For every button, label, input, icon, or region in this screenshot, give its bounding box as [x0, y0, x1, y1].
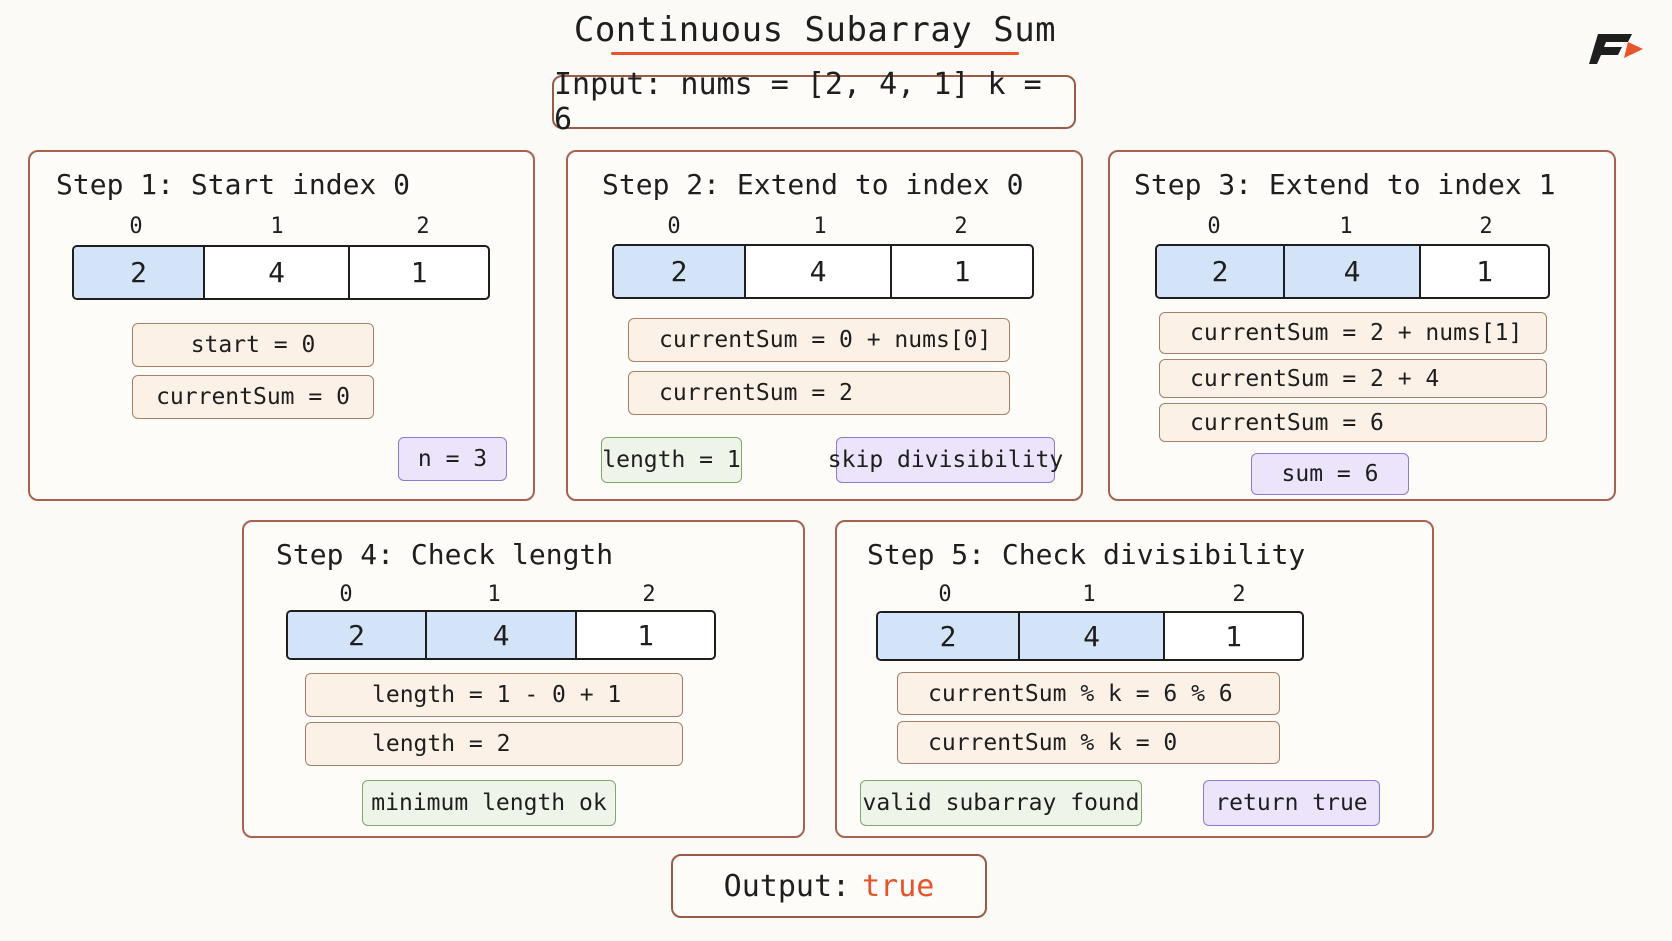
step-1-panel: Step 1: Start index 0 0 1 2 2 4 1 start …: [28, 150, 535, 501]
step-4-title: Step 4: Check length: [276, 538, 614, 571]
index-label: 0: [1207, 214, 1221, 239]
array-cell: 4: [205, 247, 350, 298]
array-cell: 1: [1476, 255, 1493, 288]
array-cell: 1: [637, 618, 654, 652]
step-5-title: Step 5: Check divisibility: [867, 538, 1306, 571]
index-label: 0: [667, 214, 681, 239]
calc-chip: currentSum = 0: [132, 375, 374, 419]
calc-chip: currentSum = 2 + 4: [1159, 359, 1547, 398]
index-label: 1: [487, 582, 501, 607]
note-chip: return true: [1203, 780, 1380, 826]
title-underline: [611, 52, 1019, 55]
array-cell: 1: [410, 256, 428, 289]
calc-chip: length = 1 - 0 + 1: [305, 673, 683, 717]
note-chip: length = 1: [601, 437, 742, 483]
index-label: 2: [954, 214, 968, 239]
array-cell: 2: [878, 613, 1020, 659]
output-label: Output:: [723, 868, 851, 904]
array-cell: 1: [953, 255, 971, 288]
array-cell: 4: [1020, 613, 1165, 659]
array-cell: 2: [74, 247, 205, 298]
step-3-title: Step 3: Extend to index 1: [1134, 168, 1556, 201]
index-label: 1: [1339, 214, 1353, 239]
step-1-title: Step 1: Start index 0: [56, 168, 411, 201]
note-chip: sum = 6: [1251, 453, 1409, 495]
array-cell: 4: [1285, 246, 1421, 297]
input-box: Input: nums = [2, 4, 1] k = 6: [552, 67, 1076, 137]
index-label: 1: [270, 214, 284, 239]
step-2-panel: Step 2: Extend to index 0 0 1 2 2 4 1 cu…: [566, 150, 1083, 501]
note-chip: n = 3: [398, 437, 507, 481]
note-chip: valid subarray found: [860, 780, 1142, 826]
index-label: 2: [416, 214, 430, 239]
array: 2 4 1: [72, 245, 490, 300]
calc-chip: currentSum % k = 0: [897, 721, 1280, 764]
array: 2 4 1: [876, 611, 1304, 661]
index-label: 2: [1479, 214, 1493, 239]
array-cell: 1: [1225, 619, 1242, 653]
output-box: Output: true: [671, 854, 987, 918]
note-chip: skip divisibility: [828, 437, 1063, 483]
index-label: 0: [339, 582, 353, 607]
output-value: true: [862, 868, 935, 904]
array-cell: 2: [614, 246, 746, 297]
step-4-panel: Step 4: Check length 0 1 2 2 4 1 length …: [242, 520, 805, 838]
note-chip: minimum length ok: [362, 780, 616, 826]
index-label: 2: [1232, 582, 1246, 607]
calc-chip: currentSum = 2 + nums[1]: [1159, 312, 1547, 354]
step-5-panel: Step 5: Check divisibility 0 1 2 2 4 1 c…: [835, 520, 1434, 838]
array: 2 4 1: [1155, 244, 1550, 299]
index-label: 0: [129, 214, 143, 239]
index-label: 2: [642, 582, 656, 607]
index-label: 0: [938, 582, 952, 607]
calc-chip: start = 0: [132, 323, 374, 367]
page-title: Continuous Subarray Sum: [573, 10, 1057, 50]
brand-logo-icon: [1589, 34, 1643, 64]
calc-chip: currentSum = 0 + nums[0]: [628, 318, 1010, 362]
calc-chip: currentSum = 6: [1159, 403, 1547, 442]
step-2-title: Step 2: Extend to index 0: [602, 168, 1024, 201]
index-label: 1: [813, 214, 827, 239]
array-cell: 4: [427, 612, 577, 658]
array-cell: 2: [288, 612, 427, 658]
array-cell: 4: [746, 246, 892, 297]
index-label: 1: [1082, 582, 1096, 607]
array-cell: 2: [1157, 246, 1285, 297]
array: 2 4 1: [612, 244, 1034, 299]
step-3-panel: Step 3: Extend to index 1 0 1 2 2 4 1 cu…: [1108, 150, 1616, 501]
calc-chip: currentSum = 2: [628, 371, 1010, 415]
array: 2 4 1: [286, 610, 716, 660]
calc-chip: currentSum % k = 6 % 6: [897, 672, 1280, 715]
calc-chip: length = 2: [305, 722, 683, 766]
